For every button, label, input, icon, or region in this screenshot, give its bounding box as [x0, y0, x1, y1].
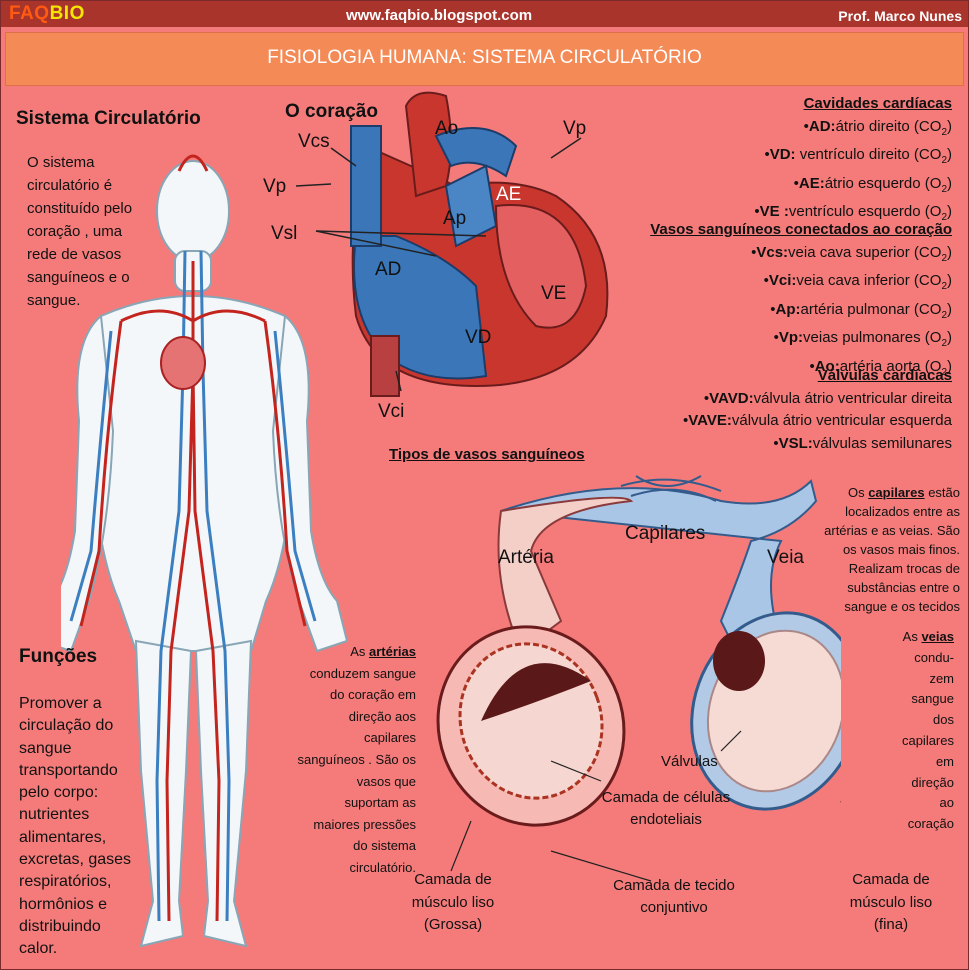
- functions-line: distribuindo: [19, 917, 101, 935]
- valve-item: •VAVE:válvula átrio ventricular esquerda: [682, 412, 952, 430]
- top-bar: [1, 1, 968, 27]
- vessel-item: •Vp:veias pulmonares (O2): [773, 329, 952, 350]
- functions-line: pelo corpo:: [19, 784, 99, 802]
- label-ao: Ao: [435, 118, 459, 139]
- cavities-heading: Cavidades cardíacas: [803, 95, 952, 112]
- vessel-item: •Ap:artéria pulmonar (CO2): [770, 300, 952, 321]
- heart-diagram: [295, 91, 609, 397]
- label-connective-layer: Camada de tecido conjuntivo: [613, 877, 735, 916]
- functions-line: nutrientes: [19, 806, 90, 824]
- intro-line: constituído pelo: [27, 200, 133, 217]
- label-vcs: Vcs: [298, 131, 330, 152]
- intro-line: sangue.: [27, 292, 81, 309]
- functions-line: respiratórios,: [19, 873, 112, 891]
- functions-line: sangue: [19, 739, 72, 757]
- author: Prof. Marco Nunes: [838, 8, 962, 24]
- cavity-item: •AD:átrio direito (CO2): [803, 117, 952, 138]
- valve-item: •VSL:válvulas semilunares: [773, 434, 952, 452]
- label-veia: Veia: [767, 547, 804, 568]
- valves-legend: Válvulas cardíacas •VAVD:válvula átrio v…: [532, 365, 952, 455]
- veins-note: As veias condu- zem sangue dos capilares…: [901, 629, 954, 832]
- label-ae: AE: [496, 184, 522, 205]
- arteries-note: As artérias conduzem sangue do coração e…: [297, 644, 416, 875]
- label-vp-right: Vp: [563, 118, 587, 139]
- functions-line: alimentares,: [19, 828, 107, 846]
- functions-text: Promover a circulação do sangue transpor…: [19, 693, 131, 961]
- heart-heading: O coração: [285, 101, 378, 122]
- intro-text: O sistema circulatório é constituído pel…: [27, 151, 132, 312]
- cavities-legend: Cavidades cardíacas •AD:átrio direito (C…: [532, 93, 952, 230]
- functions-line: circulação do: [19, 717, 114, 735]
- label-thick-muscle-layer: Camada de músculo liso (Grossa): [411, 871, 495, 934]
- vessels-illustration: [436, 475, 841, 882]
- intro-line: circulatório é: [27, 177, 113, 194]
- brand-logo[interactable]: FAQBIO: [9, 3, 85, 25]
- site-url[interactable]: www.faqbio.blogspot.com: [346, 7, 533, 24]
- label-endothelial-layer: Camada de células endoteliais: [601, 789, 731, 828]
- human-body-illustration: [61, 154, 349, 948]
- valve-item: •VAVD:válvula átrio ventricular direita: [703, 389, 952, 407]
- capillaries-note: Os capilares estão localizados entre as …: [824, 485, 960, 614]
- label-vci: Vci: [378, 401, 405, 422]
- cavity-item: •VD: ventrículo direito (CO2): [764, 146, 952, 167]
- label-vd: VD: [465, 327, 492, 348]
- intro-line: O sistema: [27, 154, 95, 171]
- page-title: FISIOLOGIA HUMANA: SISTEMA CIRCULATÓRIO: [267, 47, 702, 68]
- vessel-types-heading: Tipos de vasos sanguíneos: [389, 446, 585, 463]
- vessel-item: •Vcs:veia cava superior (CO2): [751, 243, 952, 264]
- label-capilares: Capilares: [625, 523, 706, 544]
- vessels-legend: Vasos sanguíneos conectados ao coração •…: [532, 219, 952, 385]
- title-banner: FISIOLOGIA HUMANA: SISTEMA CIRCULATÓRIO: [5, 32, 964, 86]
- vessel-item: •Vci:veia cava inferior (CO2): [763, 272, 952, 293]
- label-valvulas: Válvulas: [661, 753, 718, 770]
- label-ad: AD: [375, 259, 402, 280]
- intro-line: coração , uma: [27, 223, 123, 240]
- functions-line: hormônios e: [19, 895, 108, 913]
- cavity-item: •AE:átrio esquerdo (O2): [793, 174, 952, 195]
- label-arteria: Artéria: [498, 547, 554, 568]
- functions-line: transportando: [19, 761, 118, 779]
- circulatory-system-heading: Sistema Circulatório: [16, 108, 201, 129]
- brand-faq: FAQ: [9, 3, 50, 24]
- cavity-item: •VE :ventrículo esquerdo (O2): [754, 203, 952, 224]
- functions-line: excretas, gases: [19, 851, 132, 869]
- label-vsl: Vsl: [271, 223, 298, 244]
- label-ap: Ap: [443, 208, 467, 229]
- label-thin-muscle-layer: Camada de músculo liso (fina): [849, 871, 933, 934]
- label-ve: VE: [541, 283, 567, 304]
- functions-line: calor.: [19, 940, 58, 958]
- intro-line: sanguíneos e o: [27, 269, 130, 286]
- brand-bio: BIO: [49, 3, 85, 24]
- vessel-item: •Ao:artéria aorta (O2): [809, 357, 952, 378]
- valves-heading: Válvulas cardíacas: [817, 367, 952, 384]
- intro-line: rede de vasos: [27, 246, 122, 263]
- functions-line: Promover a: [19, 695, 102, 712]
- vessels-heading: Vasos sanguíneos conectados ao coração: [650, 221, 952, 238]
- functions-heading: Funções: [19, 646, 98, 667]
- label-vp-left: Vp: [263, 176, 287, 197]
